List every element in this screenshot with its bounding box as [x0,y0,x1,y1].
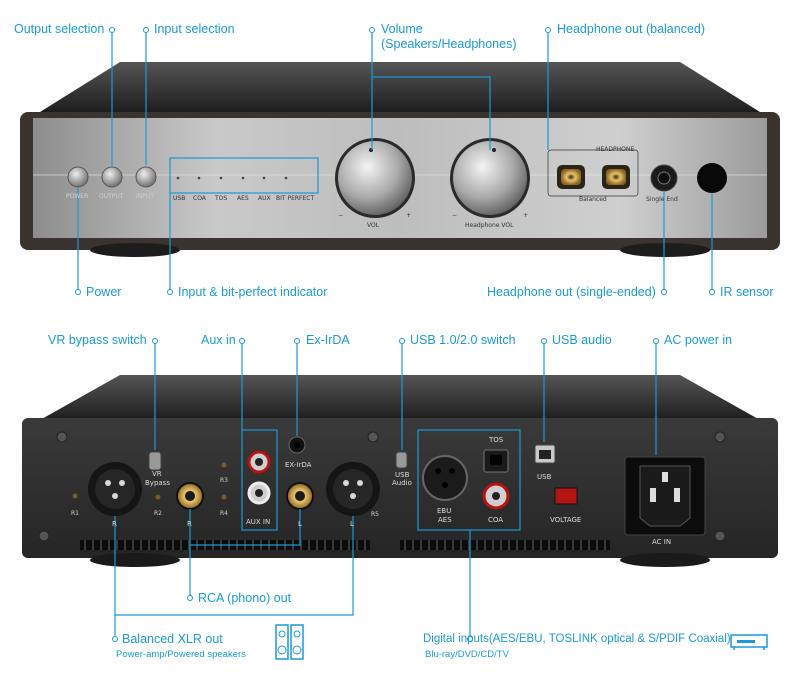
callout-headphone-balanced: Headphone out (balanced) [557,22,706,36]
balanced-label: Balanced [579,196,607,203]
xlr-l-label: L [350,520,354,528]
power-button [67,166,89,188]
callout-balanced-xlr-sub: Power-amp/Powered speakers [116,649,246,660]
callout-dot [369,27,375,33]
callout-dot [709,289,715,295]
output-button [101,166,123,188]
callout-output-selection: Output selection [14,22,105,36]
callout-dot [143,27,149,33]
speakers-icon [275,624,304,660]
callout-dot [167,289,173,295]
callout-dot [399,338,405,344]
usb-label: USB [537,473,552,481]
callout-headphone-single: Headphone out (single-ended) [487,285,656,299]
voltage-switch [554,487,578,505]
callout-power: Power [86,285,122,299]
output-label: OUTPUT [99,193,124,200]
vol-label: VOL [367,222,380,229]
r2-label: R2 [154,510,162,517]
vol-minus: − [338,212,344,219]
aux-in-label: AUX IN [246,518,271,526]
r5-label: R5 [371,511,379,518]
tos-label: TOS [489,436,504,444]
callout-dot [239,338,245,344]
indicator-aes: AES [237,195,249,202]
usb-switch [395,451,408,469]
input-label: INPUT [136,193,154,200]
coa-label: COA [488,516,504,524]
callout-input-selection: Input selection [154,22,235,36]
indicator-aux: AUX [258,195,271,202]
callout-input-indicator: Input & bit-perfect indicator [178,285,328,299]
vr-label: VR [152,470,162,478]
callout-usb-audio: USB audio [552,333,612,347]
xlr-r-label: R [112,520,117,528]
bypass-label: Bypass [145,479,170,487]
callout-dot [541,338,547,344]
callout-ex-irda: Ex-IrDA [306,333,350,347]
vol-plus: + [406,212,412,219]
volume-knob [338,141,412,215]
callout-dot [653,338,659,344]
callout-balanced-xlr: Balanced XLR out [122,632,223,646]
callout-volume-line1: Volume [381,22,423,36]
callout-dot [112,636,118,642]
ebu-label: EBU [437,507,452,515]
headphone-volume-knob [453,141,527,215]
callout-rca-out: RCA (phono) out [198,591,292,605]
usb-switch-label-1: USB [395,471,410,479]
ir-sensor-window [697,163,727,193]
callout-digital-inputs: Digital inputs(AES/EBU, TOSLINK optical … [423,633,731,645]
ac-in-label: AC IN [652,538,672,546]
aes-label: AES [438,516,452,524]
r3-label: R3 [220,477,228,484]
headphone-vol-label: Headphone VOL [465,222,514,229]
callout-dot [294,338,300,344]
callout-dot [467,636,473,642]
power-label: POWER [66,193,89,200]
callout-usb-switch: USB 1.0/2.0 switch [410,333,516,347]
callout-dot [75,289,81,295]
callout-digital-inputs-sub: Blu-ray/DVD/CD/TV [425,649,509,660]
usb-switch-label-2: Audio [392,479,412,487]
disc-player-icon [730,634,768,650]
callout-dot [545,27,551,33]
callout-dot [109,27,115,33]
aes-ebu-input [422,455,468,501]
callout-dot [661,289,667,295]
callout-ac-power: AC power in [664,333,733,347]
indicator-tos: TOS [215,195,228,202]
r1-label: R1 [71,510,79,517]
indicator-bit-perfect: BIT PERFECT [276,195,315,202]
hp-vol-minus: − [452,212,458,219]
headphone-label: HEADPHONE [596,146,635,153]
input-button [135,166,157,188]
vr-bypass-switch [148,451,162,471]
single-end-label: Single End [646,196,678,203]
rca-r-label: R [187,520,192,528]
callout-volume-line2: (Speakers/Headphones) [381,37,517,51]
indicator-coa: COA [193,195,206,202]
rca-l-label: L [298,520,302,528]
ex-irda-label: EX-IrDA [285,461,312,469]
callout-dot [152,338,158,344]
hp-vol-plus: + [523,212,529,219]
callout-dot [187,595,193,601]
voltage-label: VOLTAGE [550,516,582,524]
callout-ir-sensor: IR sensor [720,285,774,299]
callout-aux-in: Aux in [201,333,236,347]
callout-vr-bypass: VR bypass switch [48,333,147,347]
r4-label: R4 [220,510,228,517]
indicator-usb: USB [173,195,186,202]
